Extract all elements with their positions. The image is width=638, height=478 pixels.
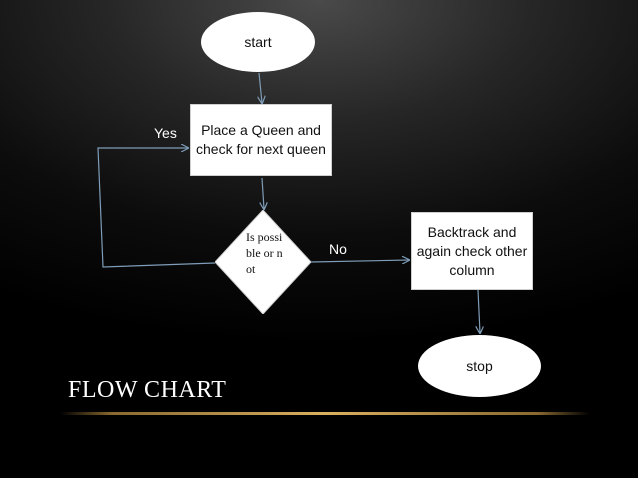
backtrack-node: Backtrack and again check other column: [411, 212, 533, 290]
edge-decision-yes-loop: [97, 148, 216, 268]
slide-title: FLOW CHART: [68, 377, 227, 403]
stop-node: stop: [418, 335, 541, 397]
place-queen-node-label: Place a Queen and check for next queen: [196, 122, 326, 157]
decision-diamond-shape: [215, 210, 311, 314]
edge-decision-no-to-backtrack: [310, 260, 409, 262]
start-node-label: start: [244, 34, 272, 50]
edge-place-to-decision: [262, 177, 264, 209]
start-node: start: [201, 12, 315, 72]
no-edge-label: No: [329, 241, 347, 257]
decision-node-label: Is possi ble or not: [246, 230, 283, 276]
place-queen-node: Place a Queen and check for next queen: [190, 104, 332, 176]
title-underline: [60, 412, 590, 415]
backtrack-node-label: Backtrack and again check other column: [416, 223, 528, 278]
decision-node: Is possi ble or not: [215, 210, 311, 314]
yes-edge-label: Yes: [154, 125, 177, 141]
edge-start-to-place: [259, 72, 262, 103]
edge-backtrack-to-stop: [478, 289, 480, 333]
stop-node-label: stop: [466, 358, 493, 374]
